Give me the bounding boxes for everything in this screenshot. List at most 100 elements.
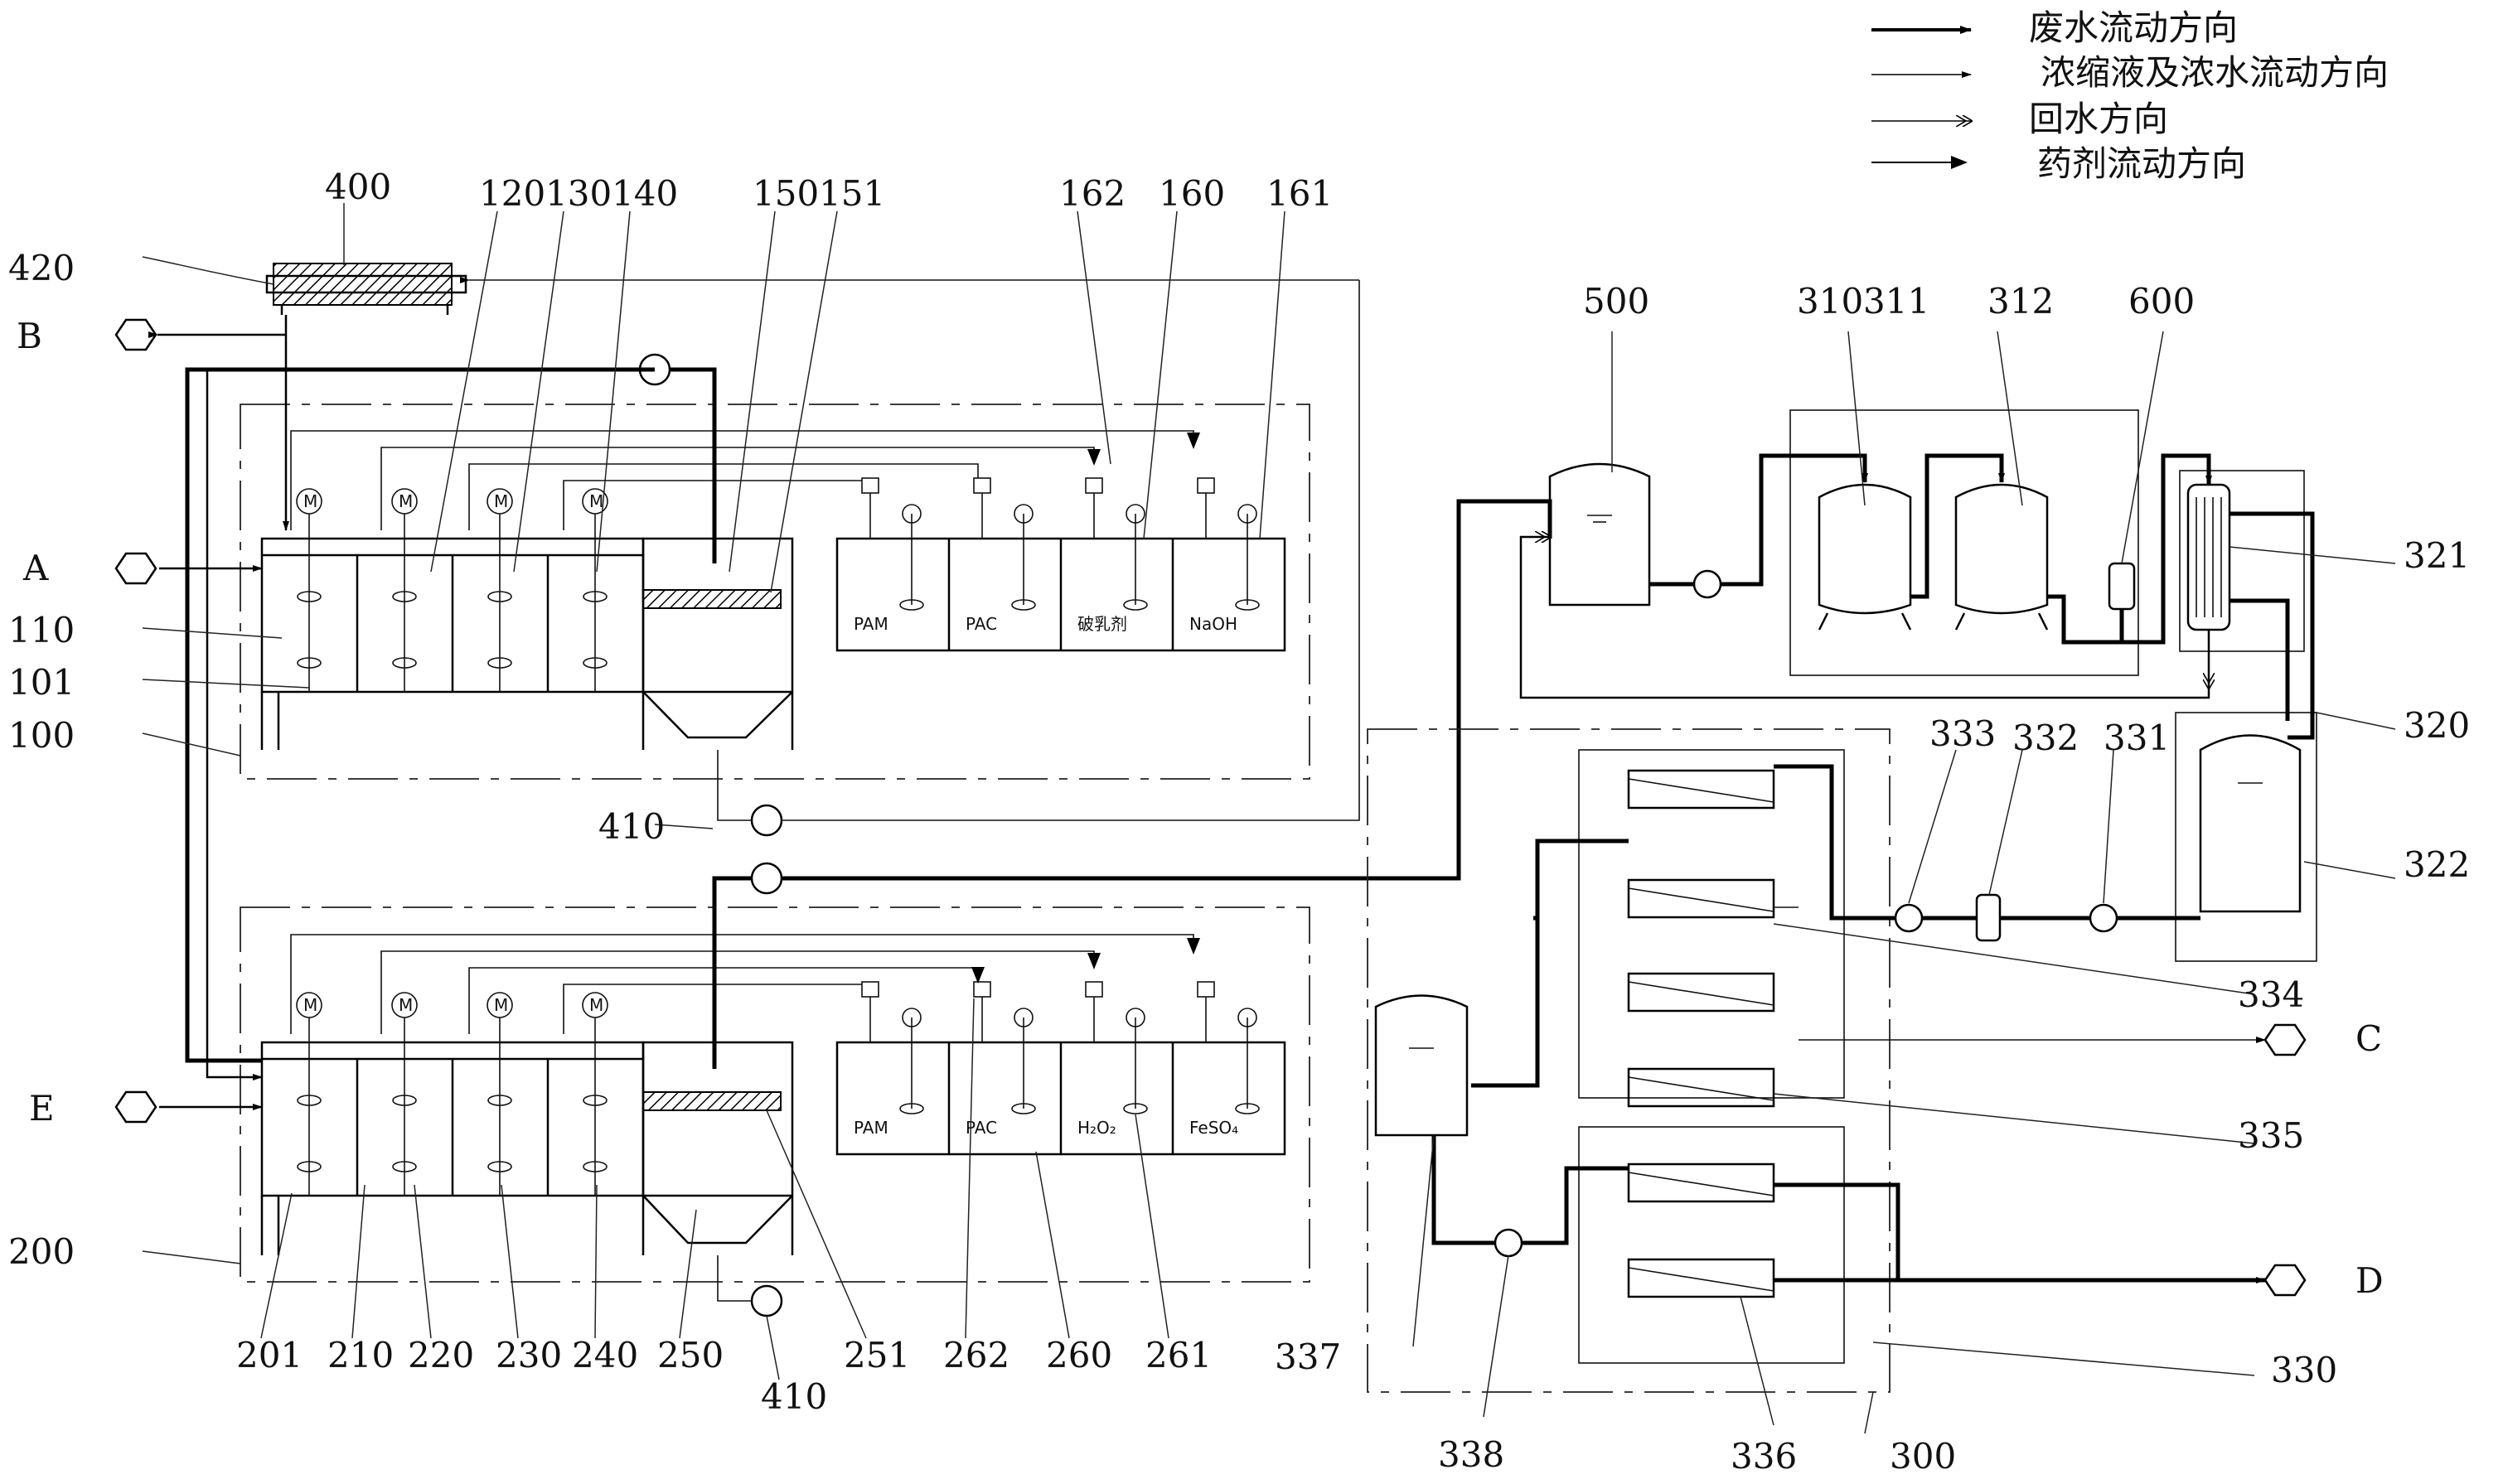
chemical-lines-upper xyxy=(290,430,1200,530)
label-120: 120 xyxy=(479,173,545,214)
svg-text:M: M xyxy=(494,491,508,511)
terminal-a: A xyxy=(22,548,157,588)
label-150: 150 xyxy=(753,173,819,214)
label-260: 260 xyxy=(1046,1335,1112,1375)
label-311: 311 xyxy=(1863,281,1929,321)
motor-icon xyxy=(487,488,513,515)
label-500: 500 xyxy=(1583,281,1649,321)
legend-item-wastewater-flow: 废水流动方向 xyxy=(1871,7,2238,48)
tank-500 xyxy=(1548,462,1651,607)
lower-treatment-unit: M M M M PAM PAC H₂O₂ FeSO₄ xyxy=(240,906,1310,1283)
motor-icon xyxy=(391,992,418,1018)
tank-322 xyxy=(2199,734,2302,913)
wastewater-pipes xyxy=(148,280,1552,1317)
motor-icon xyxy=(296,992,322,1018)
svg-text:M: M xyxy=(399,491,413,511)
label-110: 110 xyxy=(8,610,75,650)
unit-200-boundary xyxy=(240,906,1310,1283)
unit-310-boundary xyxy=(1789,409,2139,676)
svg-text:A: A xyxy=(22,548,49,588)
label-410a: 410 xyxy=(598,806,665,847)
label-330: 330 xyxy=(2271,1350,2337,1390)
motor-icon xyxy=(487,992,513,1018)
svg-text:E: E xyxy=(29,1088,55,1129)
label-337: 337 xyxy=(1275,1337,1341,1377)
label-162: 162 xyxy=(1059,173,1126,214)
terminal-b: B xyxy=(17,316,157,356)
motor-icon xyxy=(582,992,608,1018)
label-334: 334 xyxy=(2238,974,2304,1015)
settling-tank-250 xyxy=(641,1041,794,1197)
membrane-modules xyxy=(1627,769,1775,1298)
label-220: 220 xyxy=(408,1335,474,1375)
label-140: 140 xyxy=(612,173,678,214)
svg-text:D: D xyxy=(2355,1260,2384,1301)
terminal-c: C xyxy=(2263,1018,2382,1059)
label-331: 331 xyxy=(2104,718,2170,758)
label-250: 250 xyxy=(657,1335,724,1375)
label-300: 300 xyxy=(1890,1436,1956,1477)
sludge-hopper xyxy=(642,1195,793,1245)
svg-text:C: C xyxy=(2355,1018,2382,1059)
label-230: 230 xyxy=(496,1335,562,1375)
dosing-label-demulsifier: 破乳剂 xyxy=(1077,614,1127,634)
chemical-lines-lower xyxy=(290,934,1200,1034)
legend-label: 回水方向 xyxy=(2029,99,2168,139)
filter-press-400 xyxy=(265,263,1359,315)
label-200: 200 xyxy=(8,1231,75,1272)
motors-lower: M M M M xyxy=(296,992,608,1018)
label-333: 333 xyxy=(1929,713,1996,754)
motor-icon xyxy=(582,488,608,515)
label-322: 322 xyxy=(2404,844,2470,885)
unit-100-boundary xyxy=(240,404,1310,780)
label-338: 338 xyxy=(1438,1434,1504,1475)
cartridge-filter-332 xyxy=(1975,893,2002,942)
label-161: 161 xyxy=(1266,173,1333,214)
leader-lines-lower xyxy=(260,998,1169,1380)
motors-upper: M M M M xyxy=(296,488,608,515)
dosing-label-pam: PAM xyxy=(854,1118,888,1138)
mixers-lower xyxy=(297,1018,608,1196)
legend: 废水流动方向 浓缩液及浓水流动方向 回水方向 药剂流动方向 xyxy=(1871,7,2389,184)
label-240: 240 xyxy=(572,1335,638,1375)
mixers-upper xyxy=(297,514,608,692)
label-336: 336 xyxy=(1731,1436,1797,1477)
svg-text:M: M xyxy=(303,995,317,1015)
upper-treatment-unit: M M M M PAM PAC 破乳剂 NaOH xyxy=(240,404,1310,780)
dosing-label-naoh: NaOH xyxy=(1189,614,1237,634)
legend-label: 浓缩液及浓水流动方向 xyxy=(2041,52,2389,93)
label-312: 312 xyxy=(1987,281,2054,321)
legend-item-concentrate-flow: 浓缩液及浓水流动方向 xyxy=(1871,52,2389,93)
label-332: 332 xyxy=(2012,718,2079,758)
tank-337 xyxy=(1374,994,1469,1137)
svg-text:M: M xyxy=(589,491,603,511)
label-335: 335 xyxy=(2238,1115,2304,1156)
svg-text:B: B xyxy=(17,316,42,356)
dosing-label-pam: PAM xyxy=(854,614,888,634)
label-410b: 410 xyxy=(761,1376,827,1417)
motor-icon xyxy=(296,488,322,515)
svg-text:M: M xyxy=(494,995,508,1015)
dosing-label-pac: PAC xyxy=(966,614,997,634)
svg-text:M: M xyxy=(303,491,317,511)
bag-filter-600 xyxy=(2108,562,2136,642)
tube-settler-251 xyxy=(642,1091,782,1111)
label-262: 262 xyxy=(943,1335,1009,1375)
label-320: 320 xyxy=(2404,705,2470,746)
membrane-unit-330 xyxy=(1367,728,2266,1393)
leader-lines xyxy=(142,203,2396,1434)
dosing-tanks-160: PAM PAC 破乳剂 NaOH xyxy=(835,477,1286,652)
label-400: 400 xyxy=(325,167,391,207)
part-number-labels: 400 420 120 130 140 150 151 162 160 161 … xyxy=(8,167,2470,1477)
pump-333-icon xyxy=(1894,903,1924,933)
label-600: 600 xyxy=(2128,281,2195,321)
label-261: 261 xyxy=(1145,1335,1212,1375)
legend-label: 药剂流动方向 xyxy=(2037,143,2246,184)
terminal-e: E xyxy=(29,1088,157,1129)
label-420: 420 xyxy=(8,248,75,288)
svg-text:M: M xyxy=(589,995,603,1015)
legend-item-return-water: 回水方向 xyxy=(1871,99,2168,139)
motor-icon xyxy=(391,488,418,515)
unit-320-boundary xyxy=(2175,470,2317,962)
